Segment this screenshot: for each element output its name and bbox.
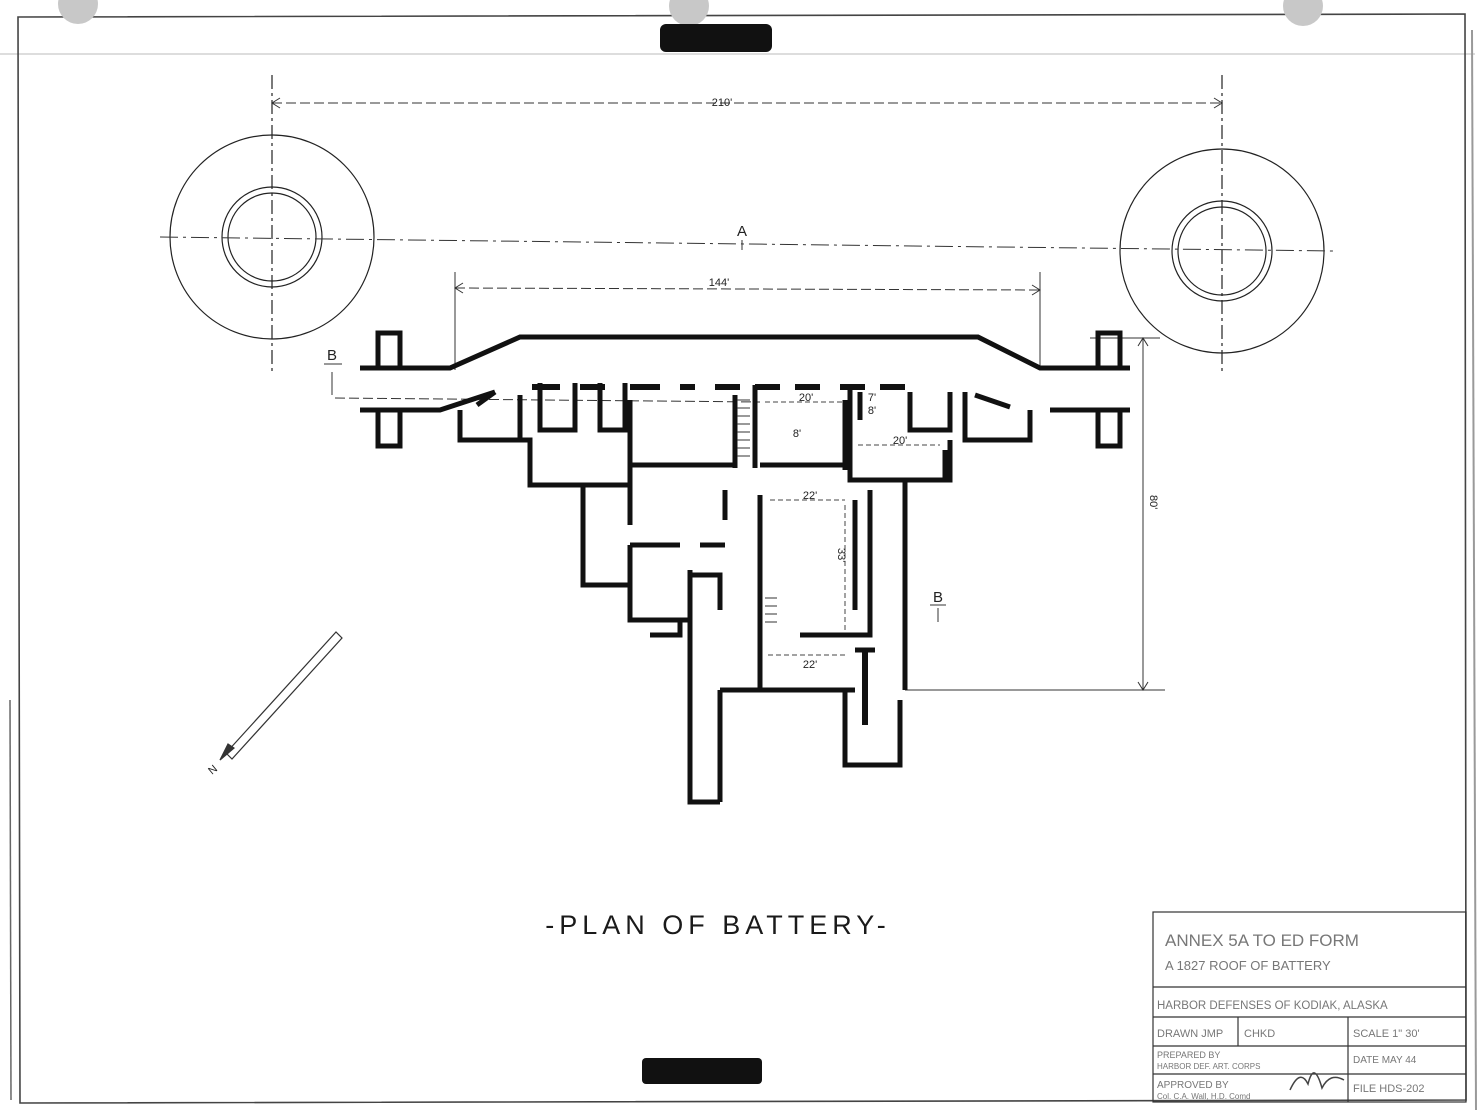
prepared-line-1: PREPARED BY [1157,1050,1220,1060]
approved-line-2: Col. C.A. Wall, H.D. Comd [1157,1092,1251,1101]
dim-room-22a: 22' [803,490,817,502]
defenses-label: HARBOR DEFENSES OF KODIAK, ALASKA [1157,1000,1388,1012]
annex-line-1: ANNEX 5A TO ED FORM [1165,931,1359,950]
dim-room-20b: 20' [893,435,907,447]
checked-label: CHKD [1244,1028,1275,1040]
section-line-a [159,236,1336,252]
stairs [737,399,777,623]
binder-hole-center [669,0,709,26]
battery-plan [360,330,1130,805]
binder-holes [58,0,1323,26]
gun-emplacement-left [169,75,375,375]
section-mark-b-left: B [327,347,337,364]
dim-room-8a: 8' [793,428,801,440]
section-mark-a: A [737,223,747,240]
prepared-line-2: HARBOR DEF. ART. CORPS [1157,1062,1260,1071]
dim-room-20a: 20' [799,392,813,404]
north-arrow-label: N [206,763,220,777]
scale-label: SCALE 1" 30' [1353,1028,1420,1040]
approved-line-1: APPROVED BY [1157,1080,1229,1091]
dim-room-22b: 22' [803,659,817,671]
redaction-bottom [642,1058,762,1084]
signature [1289,1072,1345,1091]
redaction-top [660,24,772,52]
title-block: ANNEX 5A TO ED FORM A 1827 ROOF OF BATTE… [1152,911,1467,1103]
room-dimension-lines [765,401,940,656]
gun-emplacement-right [1119,75,1325,375]
dimension-lines [271,97,1223,691]
dim-depth: 80' [1147,495,1159,509]
annex-line-2: A 1827 ROOF OF BATTERY [1165,958,1331,973]
binder-hole-left [58,0,98,24]
dim-room-7: 7' [868,392,876,404]
dimension-labels: 210' 144' 80' 20' 8' 7' 8' 20' 22' 33' 2… [709,97,1159,671]
binder-hole-right [1283,0,1323,26]
date-label: DATE MAY 44 [1353,1055,1417,1066]
north-arrow-icon: N [206,631,343,777]
dim-inner-span: 144' [709,277,729,289]
drawn-label: DRAWN JMP [1157,1028,1223,1040]
file-label: FILE HDS-202 [1353,1083,1425,1095]
dim-room-33: 33' [835,548,847,562]
dim-room-8b: 8' [868,405,876,417]
drawing-title: -PLAN OF BATTERY- [545,910,891,940]
dim-gun-spacing: 210' [712,97,732,109]
section-marks: A B B [324,223,946,622]
section-mark-b-right: B [933,589,943,606]
